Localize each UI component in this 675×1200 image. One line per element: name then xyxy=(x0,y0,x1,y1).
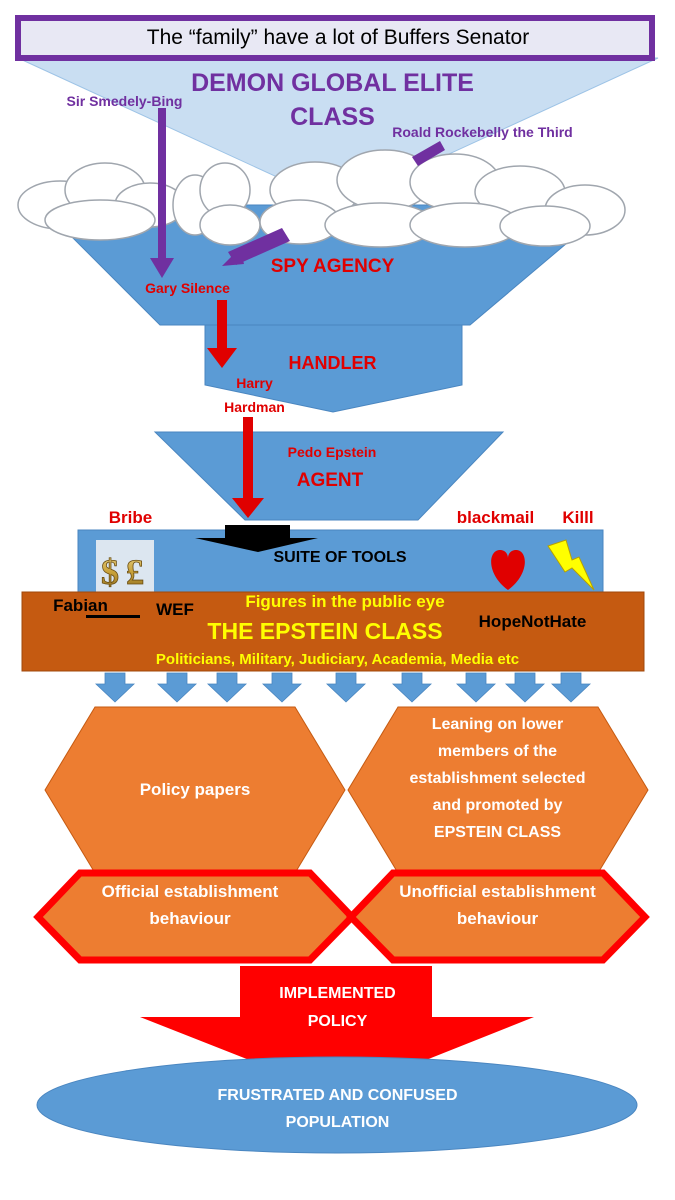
person-smedely-bing: Sir Smedely-Bing xyxy=(66,93,183,109)
banner-text: The “family” have a lot of Buffers Senat… xyxy=(146,26,530,49)
suite-of-tools-label: SUITE OF TOOLS xyxy=(273,549,407,566)
org-wef: WEF xyxy=(156,600,194,619)
org-fabian: Fabian xyxy=(53,596,108,615)
arrow-icon xyxy=(232,417,264,518)
official-behaviour-hexagon xyxy=(33,869,357,964)
person-rockebelly: Roald Rockebelly the Third xyxy=(392,124,573,140)
epstein-class-title: THE EPSTEIN CLASS xyxy=(207,618,443,644)
implemented-policy-arrow xyxy=(140,966,534,1095)
bribe-label: Bribe xyxy=(108,508,153,527)
svg-text:£: £ xyxy=(126,552,144,592)
unofficial-behaviour-hexagon xyxy=(346,869,650,964)
person-pedo-epstein: Pedo Epstein xyxy=(287,444,377,460)
leaning-text: Leaning on lower members of the establis… xyxy=(409,716,586,841)
handler-label: HANDLER xyxy=(288,353,377,373)
heart-icon xyxy=(491,550,525,590)
kill-label: Killl xyxy=(562,508,594,527)
epstein-class-bar xyxy=(21,591,645,672)
banner-box xyxy=(15,15,655,61)
cloud-icon xyxy=(172,162,261,246)
agent-label: AGENT xyxy=(296,470,364,491)
spy-agency-label: SPY AGENCY xyxy=(270,256,395,277)
population-text: FRUSTRATED AND CONFUSED POPULATION xyxy=(217,1087,458,1131)
cloud-icon xyxy=(17,162,186,241)
unofficial-behaviour-text: Unofficial establishment behaviour xyxy=(399,882,596,928)
cloud-icon xyxy=(259,149,626,248)
policy-papers-text: Policy papers xyxy=(139,780,251,799)
lightning-icon xyxy=(547,539,595,591)
elite-title: DEMON GLOBAL ELITE CLASS xyxy=(191,69,474,131)
arrow-icon xyxy=(222,141,445,266)
arrow-icon xyxy=(195,525,318,552)
blackmail-label: blackmail xyxy=(456,508,535,527)
person-harry-hardman: Harry Hardman xyxy=(224,375,285,415)
person-gary-silence: Gary Silence xyxy=(145,280,230,296)
money-icon: $ £ xyxy=(96,540,154,594)
handler-shape xyxy=(204,324,463,413)
official-behaviour-text: Official establishment behaviour xyxy=(101,882,279,928)
epstein-class-members: Politicians, Military, Judiciary, Academ… xyxy=(155,651,520,668)
arrow-icon xyxy=(94,672,592,703)
implemented-policy-text: IMPLEMENTED POLICY xyxy=(279,985,396,1030)
org-hopenothate: HopeNotHate xyxy=(478,612,587,631)
fabian-underline xyxy=(86,615,140,618)
population-ellipse xyxy=(36,1056,638,1154)
arrow-icon xyxy=(150,108,174,278)
epstein-class-top: Figures in the public eye xyxy=(245,592,445,611)
svg-text:$: $ xyxy=(101,552,119,592)
arrow-icon xyxy=(207,300,237,368)
